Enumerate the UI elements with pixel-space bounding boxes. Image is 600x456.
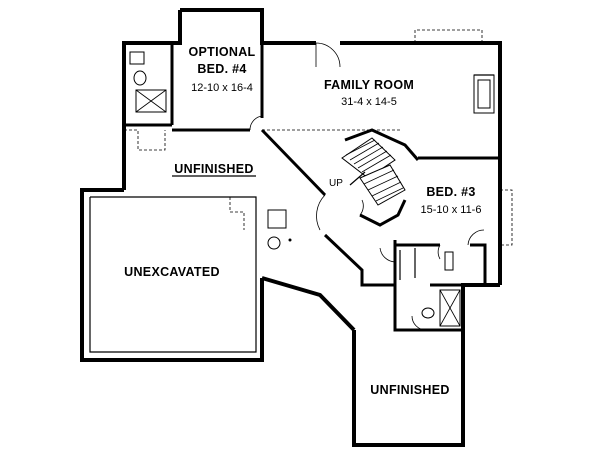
fireplace: [473, 74, 495, 114]
unfinished-lower-title: UNFINISHED: [370, 383, 449, 397]
bed-3-dimensions: 15-10 x 11-6: [421, 204, 482, 216]
bath-fixtures-right: [399, 250, 461, 327]
unfinished-upper-title: UNFINISHED: [174, 162, 253, 176]
bed-3-title: BED. #3: [426, 185, 475, 199]
doors: [249, 42, 485, 331]
family-room-title: FAMILY ROOM: [324, 78, 414, 92]
windows: [124, 29, 513, 246]
staircase: [341, 137, 406, 206]
stairs-up-label: UP: [329, 178, 343, 189]
room-labels: OPTIONAL BED. #4 12-10 x 16-4 FAMILY ROO…: [124, 45, 481, 397]
optional-bed-4-title-1: OPTIONAL: [189, 45, 256, 59]
interior-walls: [124, 43, 500, 332]
family-room-dimensions: 31-4 x 14-5: [341, 96, 397, 108]
utility-fixtures: [267, 209, 292, 250]
unexcavated-title: UNEXCAVATED: [124, 265, 220, 279]
optional-bed-4-title-2: BED. #4: [197, 62, 246, 76]
optional-bed-4-dimensions: 12-10 x 16-4: [191, 82, 253, 94]
bath-fixtures-left: [129, 51, 167, 113]
